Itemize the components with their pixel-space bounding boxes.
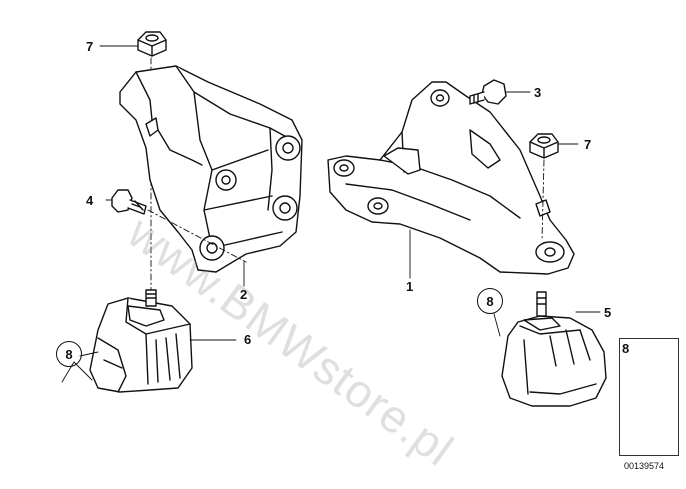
legend-box	[619, 338, 679, 456]
bracket-1-right	[327, 81, 575, 275]
bolt-4	[111, 189, 147, 215]
callout-8-left-circled: 8	[56, 341, 82, 367]
center-line-bolt-4	[147, 209, 247, 263]
bracket-2-left	[119, 65, 303, 273]
callout-3: 3	[534, 85, 542, 100]
leader-lines	[61, 45, 601, 383]
callout-2: 2	[240, 287, 248, 302]
callout-7-left: 7	[86, 39, 94, 54]
callout-8-legend: 8	[622, 341, 630, 356]
center-line-right	[541, 159, 545, 241]
callout-5: 5	[604, 305, 612, 320]
engine-mount-6-left	[89, 289, 193, 393]
callout-1: 1	[406, 279, 414, 294]
hex-nut-7-right	[529, 133, 559, 159]
callout-7-right: 7	[584, 137, 592, 152]
bolt-3	[469, 79, 507, 105]
callout-4: 4	[86, 193, 94, 208]
engine-mount-5-right	[501, 291, 607, 407]
diagram-id: 00139574	[624, 461, 665, 471]
callout-8-right-circled: 8	[477, 288, 503, 314]
hex-nut-7-left	[137, 31, 167, 57]
callout-6: 6	[244, 332, 252, 347]
